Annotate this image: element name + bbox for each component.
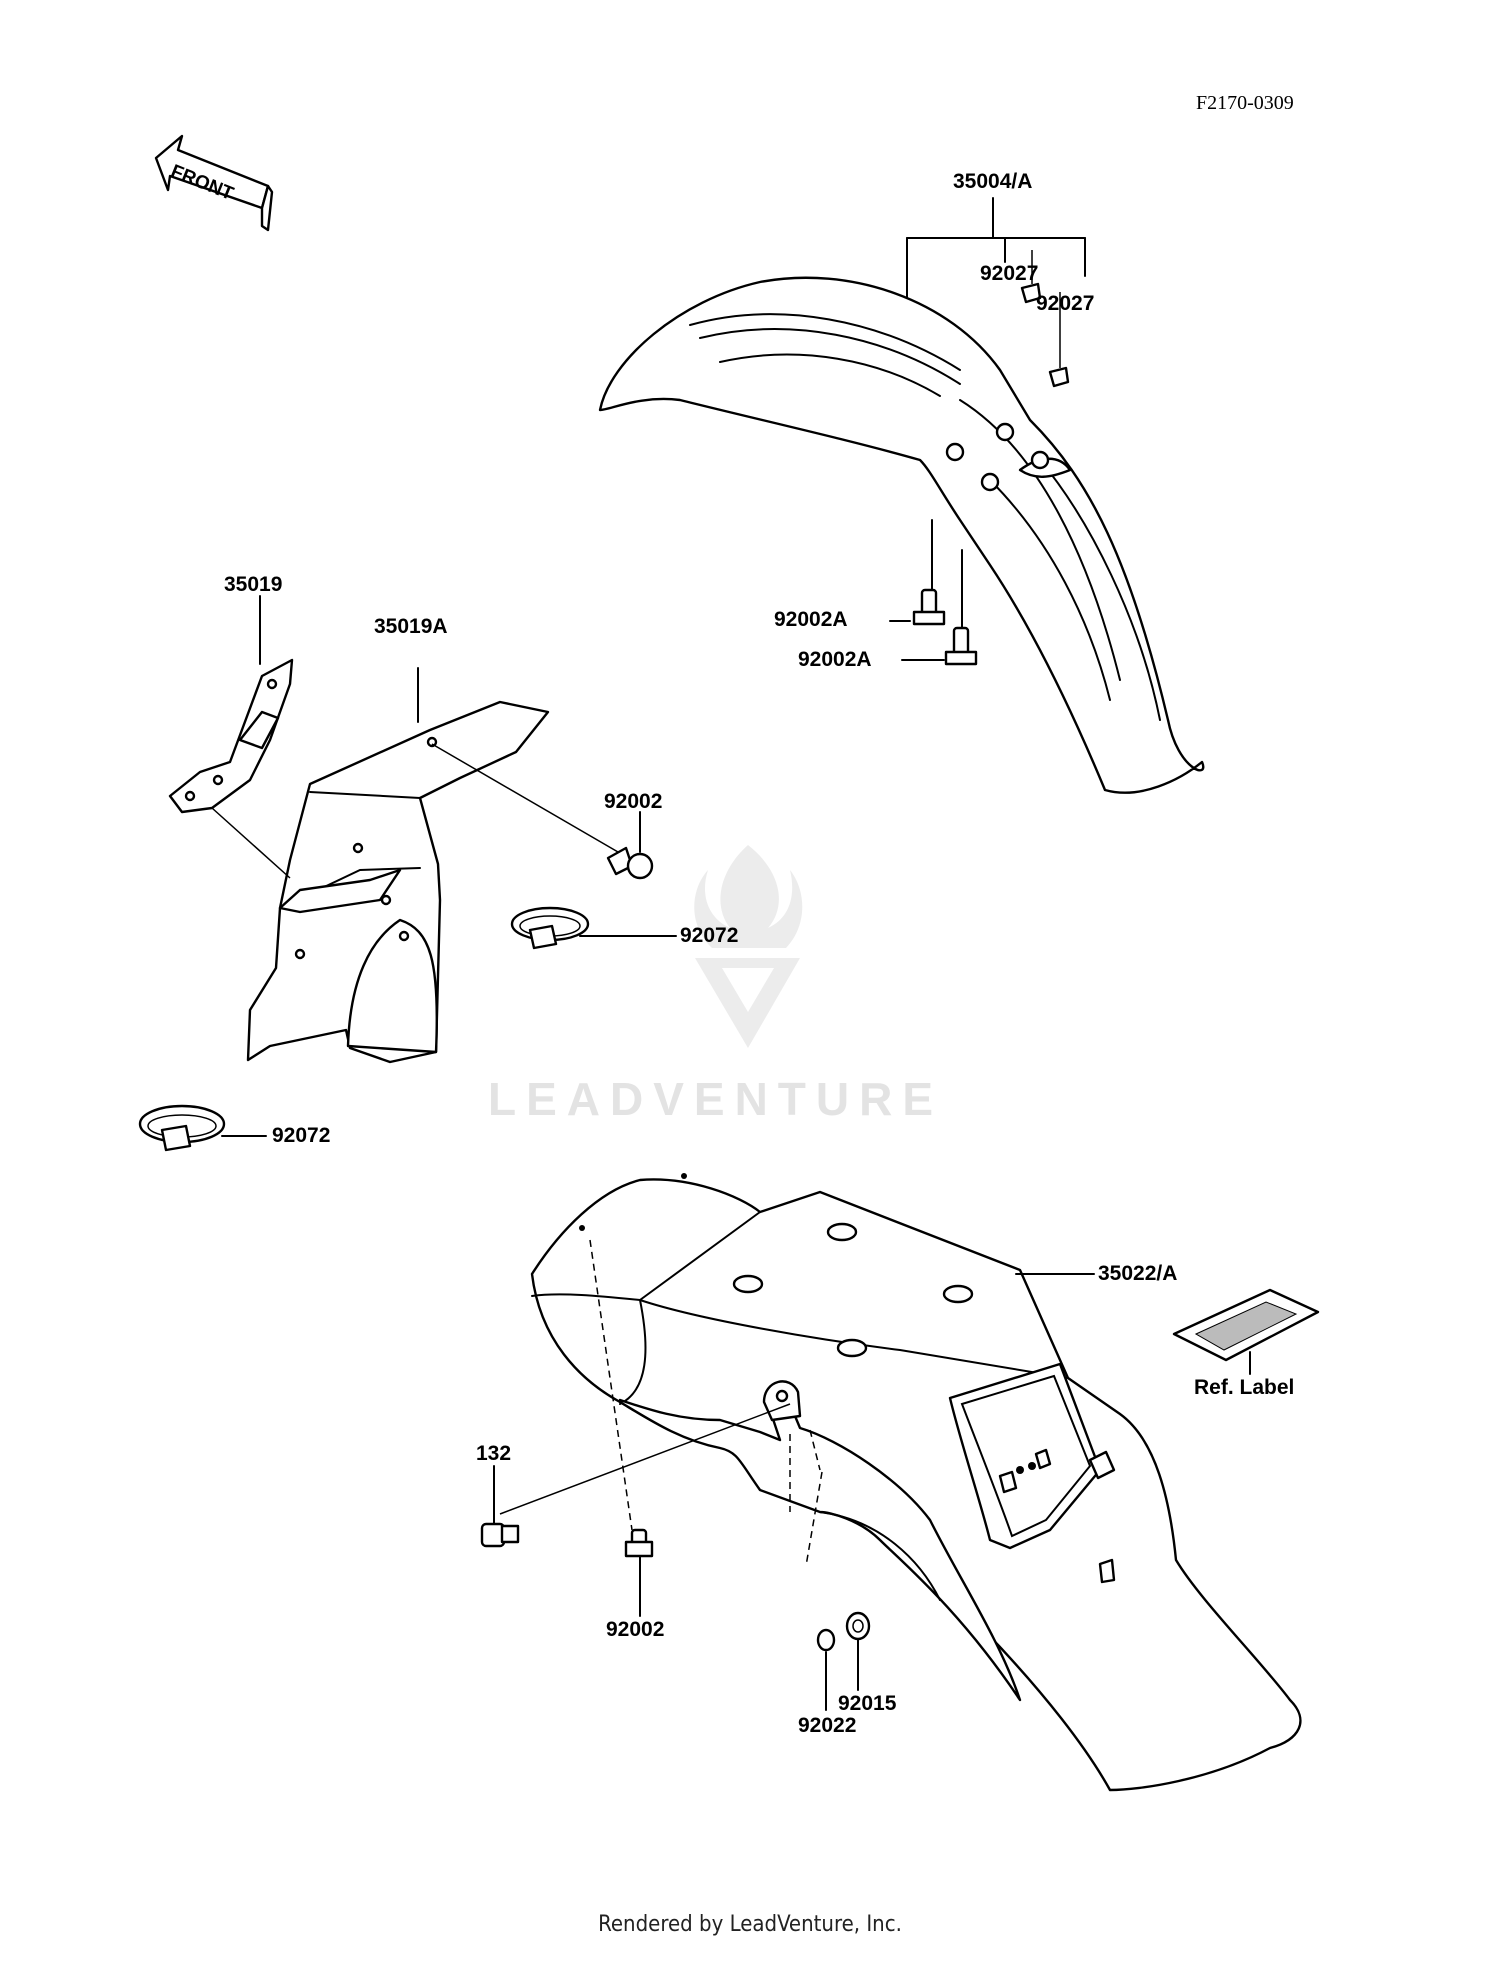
clamp-lower (138, 1104, 267, 1152)
figure-code: F2170-0309 (1196, 92, 1294, 114)
label-flap: 35019A (374, 615, 448, 638)
front-fender-leaders (889, 197, 1086, 661)
flap-bolt (606, 811, 654, 880)
ref-label (1172, 1288, 1320, 1375)
fender-bolt-a (912, 519, 946, 626)
rear-fender-dashed-lines (499, 1239, 823, 1567)
label-front-fender: 35004/A (953, 170, 1033, 193)
label-collar: 92015 (838, 1692, 897, 1715)
rear-bolt (480, 1465, 520, 1548)
label-fender-nut-a: 92027 (980, 262, 1039, 285)
label-clamp-upper: 92072 (680, 924, 739, 947)
fender-bolt-b (944, 549, 978, 666)
label-clamp-lower: 92072 (272, 1124, 331, 1147)
watermark-logo (694, 845, 803, 1048)
footer-credit: Rendered by LeadVenture, Inc. (598, 1912, 902, 1937)
label-rear-fender: 35022/A (1098, 1262, 1178, 1285)
label-washer: 92022 (798, 1714, 857, 1737)
front-arrow-icon (154, 134, 274, 232)
clamp-upper (510, 906, 677, 950)
washer (816, 1628, 836, 1711)
label-fender-nut-b: 92027 (1036, 292, 1095, 315)
collar (845, 1611, 871, 1691)
fender-nut-a (1020, 250, 1042, 304)
label-bracket: 35019 (224, 573, 283, 596)
label-ref-label: Ref. Label (1194, 1376, 1295, 1399)
bracket (168, 595, 294, 814)
label-fender-bolt-a: 92002A (774, 608, 848, 631)
label-fender-bolt-b: 92002A (798, 648, 872, 671)
watermark-text: LEADVENTURE (488, 1073, 944, 1125)
label-rear-screw: 92002 (606, 1618, 665, 1641)
rear-fender (530, 1173, 1302, 1792)
flap (211, 667, 619, 1064)
front-fender (598, 276, 1205, 794)
label-rear-bolt: 132 (476, 1442, 512, 1465)
fender-nut-b (1048, 292, 1070, 388)
rear-screw (624, 1528, 654, 1617)
label-flap-bolt: 92002 (604, 790, 663, 813)
